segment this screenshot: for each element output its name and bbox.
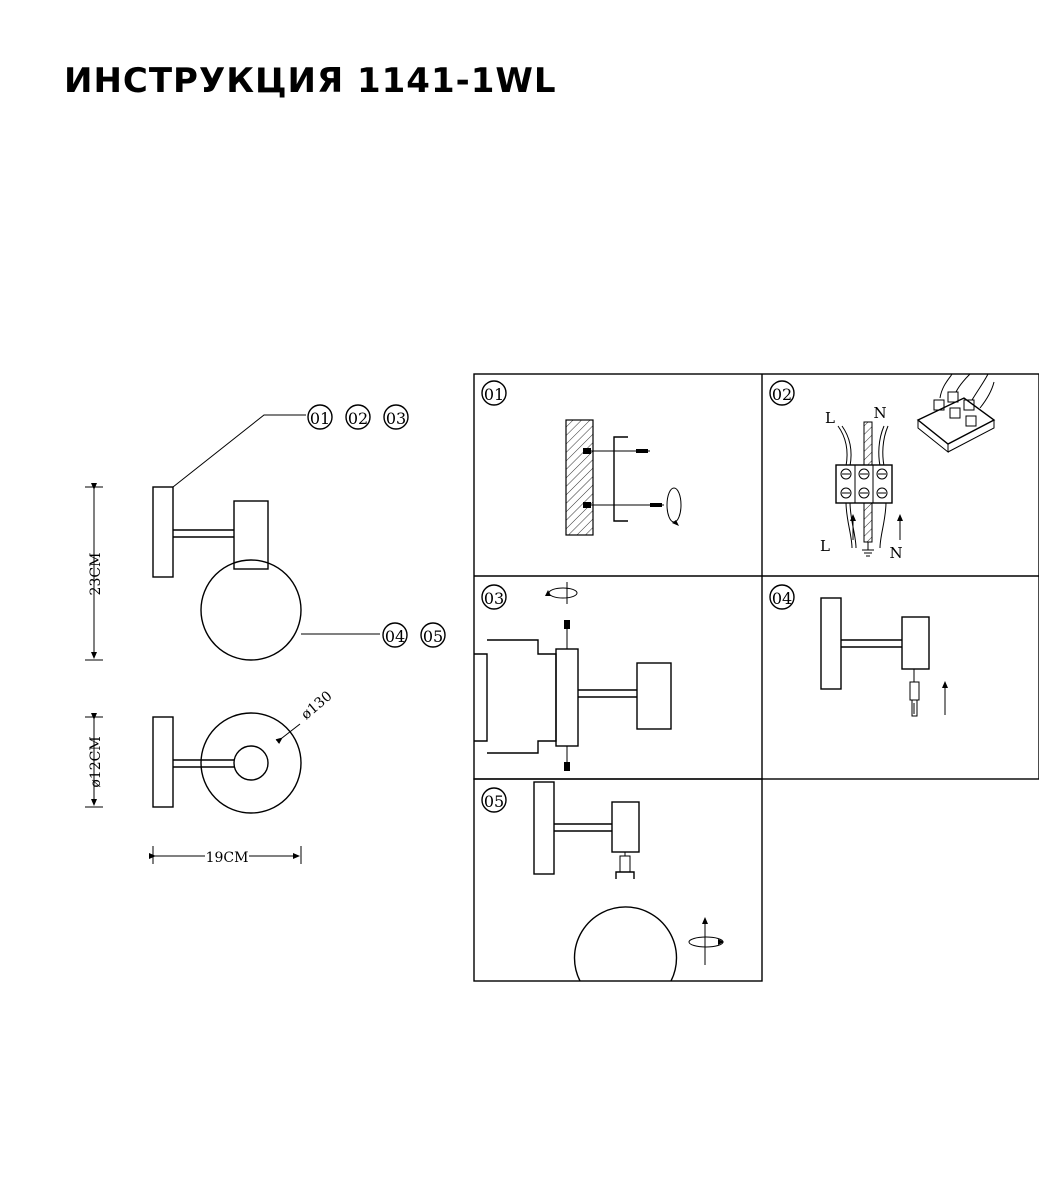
step-01-number: 01 xyxy=(484,385,504,404)
step-03-number: 03 xyxy=(484,589,504,608)
step-04-number: 04 xyxy=(772,589,792,608)
svg-text:19CM: 19CM xyxy=(206,850,249,866)
steps-grid: 01 02 L N L N xyxy=(473,373,1039,982)
step-01-panel: 01 xyxy=(481,380,682,536)
depth-dimension: ø12CM xyxy=(85,713,104,808)
lamp-front-view xyxy=(152,486,302,661)
glass-globe xyxy=(573,906,678,982)
svg-text:N: N xyxy=(873,404,886,422)
page-title: ИНСТРУКЦИЯ 1141-1WL xyxy=(64,61,557,101)
callout-04: 04 xyxy=(382,622,408,648)
step-02-number: 02 xyxy=(772,385,792,404)
svg-text:L: L xyxy=(825,409,835,427)
step-05-panel: 05 xyxy=(481,781,724,982)
rotate-arrow-icon xyxy=(688,936,724,948)
rotate-arrow-icon xyxy=(548,587,578,599)
rotate-arrow-icon xyxy=(666,487,682,523)
svg-text:02: 02 xyxy=(348,409,368,428)
step-05-number: 05 xyxy=(484,792,504,811)
svg-text:L: L xyxy=(820,537,830,555)
svg-text:ø12CM: ø12CM xyxy=(88,736,104,787)
g9-bulb-icon xyxy=(619,855,631,873)
wall-plate xyxy=(152,486,174,578)
callout-05: 05 xyxy=(420,622,446,648)
step-04-panel: 04 xyxy=(769,584,948,717)
canopy xyxy=(555,648,579,747)
svg-text:23CM: 23CM xyxy=(88,553,104,596)
mounting-bracket xyxy=(613,436,628,522)
overview-drawing: 01 02 03 04 05 23CM xyxy=(85,404,446,866)
socket-housing xyxy=(901,616,930,670)
lamp-holder xyxy=(233,500,269,570)
callout-01: 01 xyxy=(307,404,333,430)
svg-text:N: N xyxy=(889,544,902,562)
svg-text:05: 05 xyxy=(423,627,443,646)
step-02-panel: 02 L N L N xyxy=(769,373,996,562)
svg-text:01: 01 xyxy=(310,409,330,428)
svg-text:03: 03 xyxy=(386,409,406,428)
g9-bulb-icon xyxy=(909,681,920,701)
lamp-top-view: ø130 xyxy=(152,688,336,814)
svg-text:04: 04 xyxy=(385,627,405,646)
callout-02: 02 xyxy=(345,404,371,430)
terminal-perspective xyxy=(916,373,996,454)
wall-section xyxy=(565,419,594,536)
terminal-block xyxy=(835,464,893,504)
lamp-globe xyxy=(200,559,302,661)
step-03-panel: 03 xyxy=(474,582,672,771)
callout-03: 03 xyxy=(383,404,409,430)
globe-diameter-label: ø130 xyxy=(298,688,335,723)
width-dimension: 19CM xyxy=(149,846,302,866)
height-dimension: 23CM xyxy=(85,483,104,661)
